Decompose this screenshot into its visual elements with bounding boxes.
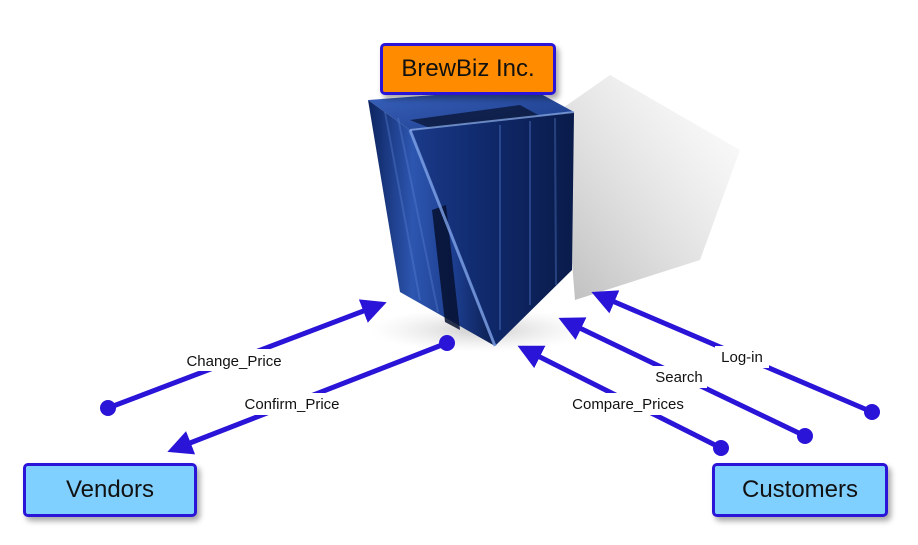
flow-label-log-in: Log-in xyxy=(715,346,769,368)
flow-label-confirm-price: Confirm_Price xyxy=(238,393,346,415)
svg-text:Confirm_Price: Confirm_Price xyxy=(244,396,339,413)
customers-label: Customers xyxy=(741,476,859,503)
flow-label-search: Search xyxy=(651,366,707,388)
vendors-box: Vendors xyxy=(23,463,197,517)
server-tower-icon xyxy=(368,88,575,347)
customers-box: Customers xyxy=(712,463,888,517)
flow-label-change-price: Change_Price xyxy=(180,349,288,371)
flow-label-compare-prices: Compare_Prices xyxy=(566,393,690,415)
organization-box: BrewBiz Inc. xyxy=(380,43,556,95)
svg-text:Compare_Prices: Compare_Prices xyxy=(572,396,684,413)
organization-name: BrewBiz Inc. xyxy=(401,55,535,82)
vendors-label: Vendors xyxy=(65,476,155,503)
svg-text:Log-in: Log-in xyxy=(721,349,763,366)
svg-text:Search: Search xyxy=(655,369,703,386)
svg-text:Change_Price: Change_Price xyxy=(186,353,281,370)
